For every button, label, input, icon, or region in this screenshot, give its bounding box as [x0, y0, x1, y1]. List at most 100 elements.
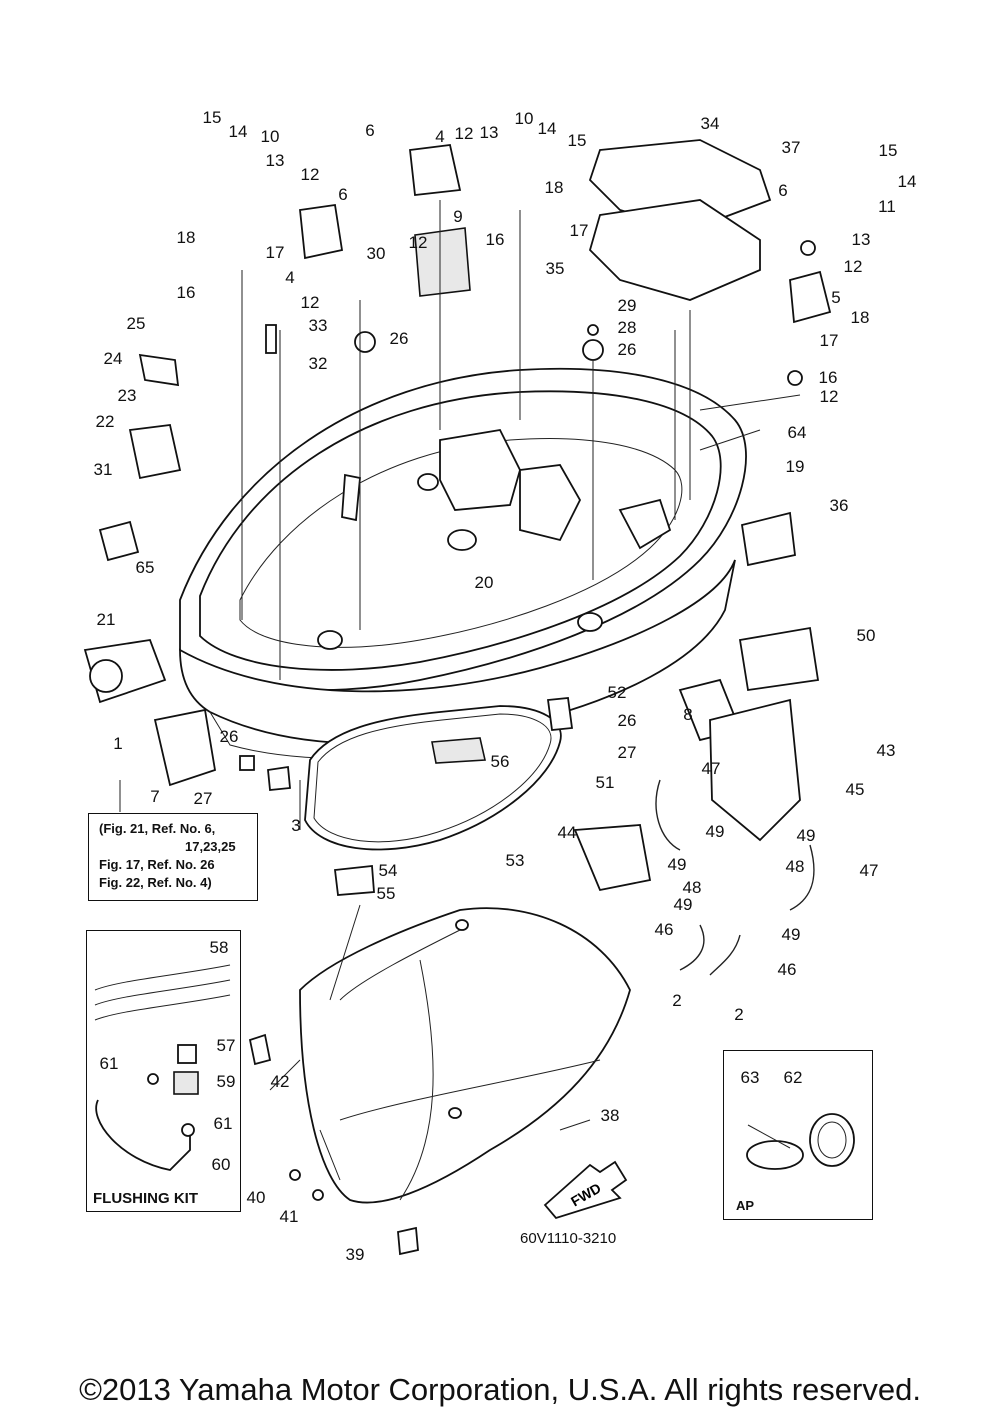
- callout-14b: 14: [538, 119, 557, 138]
- note-line: (Fig. 21, Ref. No. 6,: [99, 821, 216, 836]
- callout-48b: 48: [683, 878, 702, 897]
- callout-44: 44: [558, 823, 577, 842]
- callout-17b: 17: [570, 221, 589, 240]
- callout-34: 34: [701, 114, 720, 133]
- callout-48a: 48: [786, 857, 805, 876]
- callout-15b: 15: [568, 131, 587, 150]
- callout-54: 54: [379, 861, 398, 880]
- callout-14c: 14: [898, 172, 917, 191]
- rubber-seal: [304, 705, 562, 851]
- callout-38: 38: [601, 1106, 620, 1125]
- callout-13a: 13: [266, 151, 285, 170]
- callout-4a: 4: [285, 268, 294, 287]
- callout-17c: 17: [820, 331, 839, 350]
- callout-36: 36: [830, 496, 849, 515]
- callout-16c: 16: [819, 368, 838, 387]
- callout-49a: 49: [706, 822, 725, 841]
- callout-15c: 15: [879, 141, 898, 160]
- callout-47a: 47: [702, 759, 721, 778]
- upper-components: [83, 139, 832, 1256]
- callout-17a: 17: [266, 243, 285, 262]
- flushing-kit-label: FLUSHING KIT: [93, 1190, 198, 1207]
- callout-53: 53: [506, 851, 525, 870]
- callout-57: 57: [217, 1036, 236, 1055]
- callout-4b: 4: [435, 127, 444, 146]
- callout-12e: 12: [844, 257, 863, 276]
- callout-9: 9: [453, 207, 462, 226]
- callout-49e: 49: [782, 925, 801, 944]
- callout-56: 56: [491, 752, 510, 771]
- callout-31: 31: [94, 460, 113, 479]
- callout-12f: 12: [820, 387, 839, 406]
- callout-15a: 15: [203, 108, 222, 127]
- callout-62: 62: [784, 1068, 803, 1087]
- callout-29: 29: [618, 296, 637, 315]
- callout-33: 33: [309, 316, 328, 335]
- bottom-cowling-tray: [179, 367, 747, 760]
- callout-20: 20: [475, 573, 494, 592]
- callout-13b: 13: [480, 123, 499, 142]
- callout-22: 22: [96, 412, 115, 431]
- callout-27b: 27: [194, 789, 213, 808]
- callout-64: 64: [788, 423, 807, 442]
- reference-note-box: (Fig. 21, Ref. No. 6, 17,23,25 Fig. 17, …: [88, 813, 258, 901]
- callout-19: 19: [786, 457, 805, 476]
- leader-lines: [119, 200, 801, 1181]
- callout-27a: 27: [618, 743, 637, 762]
- callout-51: 51: [596, 773, 615, 792]
- callout-43: 43: [877, 741, 896, 760]
- callout-47b: 47: [860, 861, 879, 880]
- callout-58: 58: [210, 938, 229, 957]
- callout-35: 35: [546, 259, 565, 278]
- callout-61b: 61: [214, 1114, 233, 1133]
- callout-26c: 26: [618, 711, 637, 730]
- callout-18a: 18: [177, 228, 196, 247]
- callout-3: 3: [291, 816, 300, 835]
- callout-6c: 6: [778, 181, 787, 200]
- callout-2a: 2: [672, 991, 681, 1010]
- callout-11: 11: [878, 197, 896, 216]
- ap-parts: [746, 1113, 855, 1170]
- copyright-notice: ©2013 Yamaha Motor Corporation, U.S.A. A…: [79, 1372, 921, 1407]
- callout-23: 23: [118, 386, 137, 405]
- lower-cover: [299, 907, 631, 1204]
- callout-7: 7: [150, 787, 159, 806]
- callout-25: 25: [127, 314, 146, 333]
- callout-65: 65: [136, 558, 155, 577]
- callout-28: 28: [618, 318, 637, 337]
- callout-59: 59: [217, 1072, 236, 1091]
- callout-12c: 12: [455, 124, 474, 143]
- callout-12d: 12: [409, 233, 428, 252]
- callout-18c: 18: [851, 308, 870, 327]
- callout-39: 39: [346, 1245, 365, 1264]
- callout-30: 30: [367, 244, 386, 263]
- callout-37: 37: [782, 138, 801, 157]
- callout-61a: 61: [100, 1054, 119, 1073]
- callout-14a: 14: [229, 122, 248, 141]
- flushing-kit-box: FLUSHING KIT: [86, 930, 241, 1212]
- callout-8: 8: [683, 705, 692, 724]
- callout-45: 45: [846, 780, 865, 799]
- callout-42: 42: [271, 1072, 290, 1091]
- callout-18b: 18: [545, 178, 564, 197]
- callout-26d: 26: [220, 727, 239, 746]
- callout-2b: 2: [734, 1005, 743, 1024]
- callout-60: 60: [212, 1155, 231, 1174]
- callout-26a: 26: [390, 329, 409, 348]
- ap-box: AP: [723, 1050, 873, 1220]
- callout-32: 32: [309, 354, 328, 373]
- callout-52: 52: [608, 683, 627, 702]
- callout-49b: 49: [797, 826, 816, 845]
- callout-5: 5: [831, 288, 840, 307]
- callout-49d: 49: [674, 895, 693, 914]
- callout-55: 55: [377, 884, 396, 903]
- ap-label: AP: [736, 1198, 755, 1213]
- callout-46b: 46: [778, 960, 797, 979]
- callout-40: 40: [247, 1188, 266, 1207]
- callout-50: 50: [857, 626, 876, 645]
- callout-13c: 13: [852, 230, 871, 249]
- callout-46a: 46: [655, 920, 674, 939]
- callout-1: 1: [113, 734, 122, 753]
- callout-41: 41: [280, 1207, 299, 1226]
